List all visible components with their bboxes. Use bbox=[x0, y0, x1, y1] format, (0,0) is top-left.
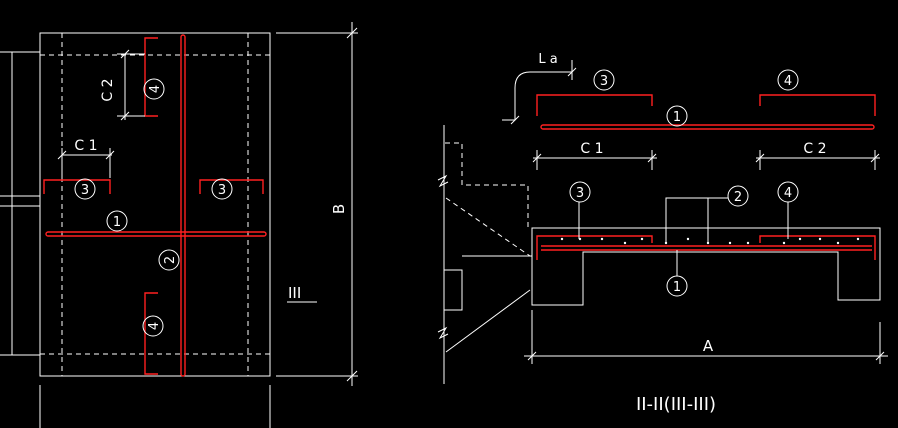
section-la-hook bbox=[502, 71, 572, 121]
plan-dim-b-label: B bbox=[330, 204, 348, 214]
plan-mark-4b-circle bbox=[142, 315, 164, 337]
plan-dim-c1-tick-left bbox=[57, 150, 67, 160]
section-mark-4-label: 4 bbox=[784, 186, 792, 201]
plan-mark-3a-label: 3 bbox=[81, 183, 89, 198]
section-dashed-upper-support bbox=[445, 142, 529, 228]
plan-mark-1-circle bbox=[106, 210, 128, 232]
plan-rebar-4-bottom bbox=[144, 292, 158, 375]
section-dim-c2-tick-right bbox=[870, 153, 880, 163]
plan-slab-outline bbox=[39, 32, 271, 377]
section-top-mark-4-circle bbox=[777, 69, 799, 91]
section-dim-c1-label: C 1 bbox=[580, 141, 603, 157]
section-dim-c1-tick-left bbox=[532, 153, 542, 163]
section-dim-a-tick-left bbox=[527, 351, 537, 361]
section-dashed-diagonal bbox=[445, 197, 531, 257]
section-top-mark-1-label: 1 bbox=[673, 110, 681, 125]
section-top-mark-1-circle bbox=[666, 105, 688, 127]
section-lower-step bbox=[444, 269, 463, 311]
plan-mark-3b-circle bbox=[211, 178, 233, 200]
plan-mark-3b-label: 3 bbox=[218, 183, 226, 198]
plan-rebar-3-right bbox=[199, 179, 264, 194]
section-rebar-1 bbox=[541, 245, 872, 251]
plan-mark-4b-label: 4 bbox=[147, 322, 162, 330]
section-dim-c2-label: C 2 bbox=[803, 141, 826, 157]
section-break-mark-lower bbox=[437, 326, 449, 340]
plan-section-mark: III bbox=[288, 284, 301, 302]
plan-dim-b-tick-top bbox=[346, 27, 358, 39]
plan-mark-2-label: 2 bbox=[163, 256, 178, 264]
section-rebar-3 bbox=[536, 235, 653, 260]
section-mark-1-circle bbox=[666, 275, 688, 297]
section-break-mark-upper bbox=[437, 174, 449, 188]
section-dim-la-label: L a bbox=[538, 52, 557, 67]
plan-dim-c2-tick-top bbox=[120, 49, 130, 59]
section-lower-diagonal bbox=[445, 289, 531, 353]
plan-dim-b-tick-bottom bbox=[346, 370, 358, 382]
section-dim-c2-tick-left bbox=[755, 153, 765, 163]
section-dim-a-label: A bbox=[703, 337, 714, 355]
plan-mark-4a-circle bbox=[143, 78, 165, 100]
section-la-dim-tick bbox=[567, 67, 577, 77]
section-top-mark-4-label: 4 bbox=[784, 74, 792, 89]
section-view: L a 3 4 1 C 1 C 2 bbox=[437, 52, 888, 415]
plan-rebar-3-left bbox=[43, 179, 111, 194]
section-dim-a-tick-right bbox=[875, 351, 885, 361]
section-rebar-4 bbox=[759, 235, 876, 260]
section-mark-2-label: 2 bbox=[734, 190, 742, 205]
section-schedule-rebar-3 bbox=[536, 94, 653, 116]
plan-dim-c2-tick-bottom bbox=[120, 111, 130, 121]
section-title: II-II(III-III) bbox=[636, 394, 716, 415]
plan-rebar-4-top bbox=[144, 37, 158, 117]
section-mark-4-circle bbox=[777, 181, 799, 203]
section-la-dim-tick2 bbox=[510, 115, 520, 125]
plan-mark-2-circle bbox=[158, 249, 180, 271]
plan-view: B III C 2 C 1 1 2 3 bbox=[0, 22, 358, 428]
plan-mark-3a-circle bbox=[74, 178, 96, 200]
section-mark-3-circle bbox=[569, 181, 591, 203]
section-schedule-rebar-4 bbox=[759, 94, 876, 116]
section-top-mark-3-label: 3 bbox=[600, 74, 608, 89]
section-dim-c1-tick-right bbox=[647, 153, 657, 163]
plan-dim-c1-label: C 1 bbox=[74, 138, 97, 154]
section-schedule-rebar-1 bbox=[540, 124, 875, 130]
plan-rebar-2 bbox=[180, 34, 186, 377]
plan-rebar-1 bbox=[45, 231, 267, 237]
plan-mark-4a-label: 4 bbox=[148, 85, 163, 93]
section-mark-1-label: 1 bbox=[673, 280, 681, 295]
plan-dim-c1-tick-right bbox=[105, 150, 115, 160]
section-leader-2a bbox=[665, 197, 728, 243]
plan-mark-1-label: 1 bbox=[113, 215, 121, 230]
section-rebar-2-dots bbox=[560, 237, 860, 245]
section-mark-2-circle bbox=[727, 185, 749, 207]
section-mark-3-label: 3 bbox=[576, 186, 584, 201]
plan-dim-c2-label: C 2 bbox=[100, 78, 116, 101]
section-slab-beam-outline bbox=[531, 227, 881, 306]
section-top-mark-3-circle bbox=[593, 69, 615, 91]
